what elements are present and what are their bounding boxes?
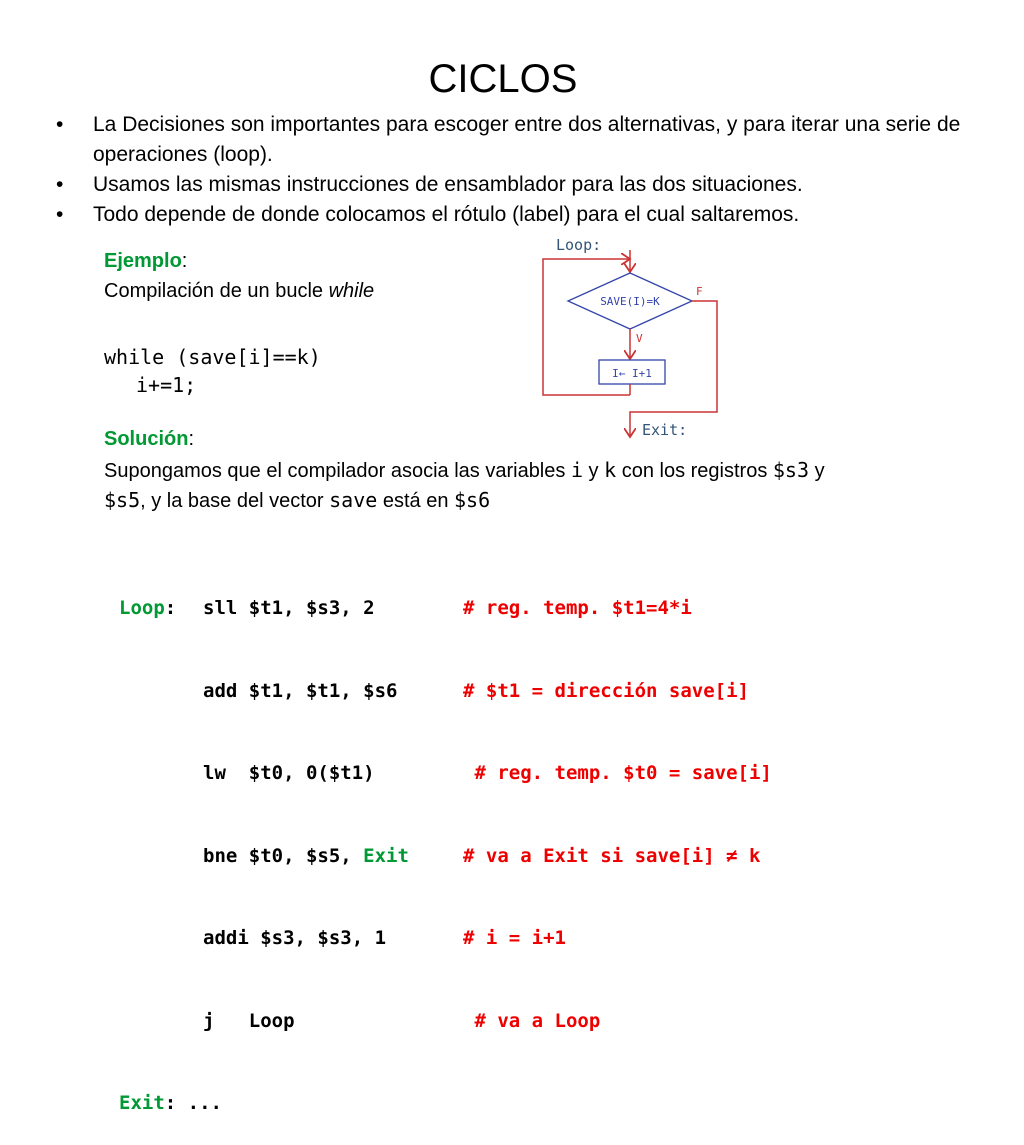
bullet-text: La Decisiones son importantes para escog…: [93, 113, 961, 166]
solution-text: , y la base del vector: [140, 490, 330, 512]
assembly-code: Loop: sll $t1, $s3, 2 # reg. temp. $t1=4*i…: [119, 540, 772, 1145]
solution-heading-text: Solución: [104, 428, 189, 450]
code-line: addi $s3, $s3, 1 # i = i+1: [119, 925, 772, 953]
example-description-em: while: [328, 280, 375, 302]
code-comment: # reg. temp. $t0 = save[i]: [463, 762, 772, 784]
example-code-line-2: i+=1;: [136, 373, 197, 397]
solution-line-1: Supongamos que el compilador asocia las …: [104, 455, 825, 486]
code-line: j Loop # va a Loop: [119, 1008, 772, 1036]
example-heading-colon: :: [181, 250, 188, 272]
flow-loopback-arrow: [542, 259, 630, 396]
code-label-exit-ref: Exit: [363, 844, 409, 867]
loop-flowchart: Loop: SAVE(I)=K F V I← I+1 Exit:: [542, 236, 718, 439]
example-code-line-1: while (save[i]==k): [104, 345, 321, 369]
solution-text: está en: [377, 490, 454, 512]
flow-condition-text: SAVE(I)=K: [600, 295, 660, 308]
solution-text: Supongamos que el compilador asocia las …: [104, 460, 571, 482]
bullet-item: • Todo depende de donde colocamos el rót…: [56, 200, 976, 230]
code-label-loop: Loop: [119, 597, 165, 619]
code-op: bne $t0, $s5,: [203, 844, 364, 867]
code-line: Loop: sll $t1, $s3, 2 # reg. temp. $t1=4*i: [119, 595, 772, 623]
solution-heading-colon: :: [188, 428, 195, 450]
code-op: sll $t1, $s3, 2: [203, 597, 375, 619]
code-label-exit: Exit: [119, 1092, 165, 1114]
flow-action-box: [598, 359, 666, 385]
bullet-dot: •: [56, 113, 64, 136]
solution-heading: Solución:: [104, 424, 194, 454]
solution-text: con los registros: [616, 460, 773, 482]
example-description: Compilación de un bucle while: [104, 276, 374, 306]
code-colon: : ...: [164, 1092, 222, 1114]
example-heading: Ejemplo:: [104, 246, 187, 276]
bullet-item: • Usamos las mismas instrucciones de ens…: [56, 170, 976, 200]
flow-loop-label: Loop:: [556, 236, 601, 254]
code-op: j Loop: [203, 1009, 295, 1032]
flow-false-arrow: [630, 300, 718, 437]
solution-text: y: [809, 460, 825, 482]
code-line: Exit: ...: [119, 1090, 772, 1118]
bullet-text: Todo depende de donde colocamos el rótul…: [93, 203, 800, 226]
code-comment: # i = i+1: [463, 927, 566, 949]
solution-reg-s6: $s6: [454, 488, 491, 512]
code-line: add $t1, $t1, $s6 # $t1 = dirección save[…: [119, 678, 772, 706]
code-line: bne $t0, $s5, Exit # va a Exit si save[i]…: [119, 843, 772, 871]
bullet-list: • La Decisiones son importantes para esc…: [56, 110, 976, 230]
bullet-dot: •: [56, 203, 64, 226]
code-op: addi $s3, $s3, 1: [203, 927, 387, 949]
flow-exit-label: Exit:: [642, 421, 687, 439]
flow-action-text: I← I+1: [612, 367, 652, 380]
solution-var-k: k: [604, 458, 617, 482]
bullet-text: Usamos las mismas instrucciones de ensam…: [93, 173, 803, 196]
solution-reg-s5: $s5: [104, 488, 141, 512]
bullet-item: • La Decisiones son importantes para esc…: [56, 110, 976, 170]
flow-true-label: V: [636, 332, 643, 345]
example-description-text: Compilación de un bucle: [104, 280, 329, 302]
solution-var-i: i: [570, 458, 583, 482]
slide-title: CICLOS: [428, 57, 578, 101]
solution-text: y: [582, 460, 605, 482]
code-comment: # $t1 = dirección save[i]: [463, 679, 749, 702]
code-op: lw $t0, 0($t1): [203, 762, 375, 784]
code-colon: :: [164, 597, 177, 619]
code-op: add $t1, $t1, $s6: [203, 679, 398, 702]
code-line: lw $t0, 0($t1) # reg. temp. $t0 = save[i…: [119, 760, 772, 788]
solution-var-save: save: [329, 488, 378, 512]
code-comment: # va a Loop: [463, 1009, 601, 1032]
example-heading-text: Ejemplo: [104, 250, 182, 272]
solution-reg-s3: $s3: [772, 458, 810, 482]
flow-false-label: F: [696, 285, 703, 298]
solution-line-2: $s5, y la base del vector save está en $…: [104, 485, 490, 516]
code-comment: # va a Exit si save[i] ≠ k: [463, 844, 761, 867]
code-comment: # reg. temp. $t1=4*i: [463, 597, 692, 619]
bullet-dot: •: [56, 173, 64, 196]
